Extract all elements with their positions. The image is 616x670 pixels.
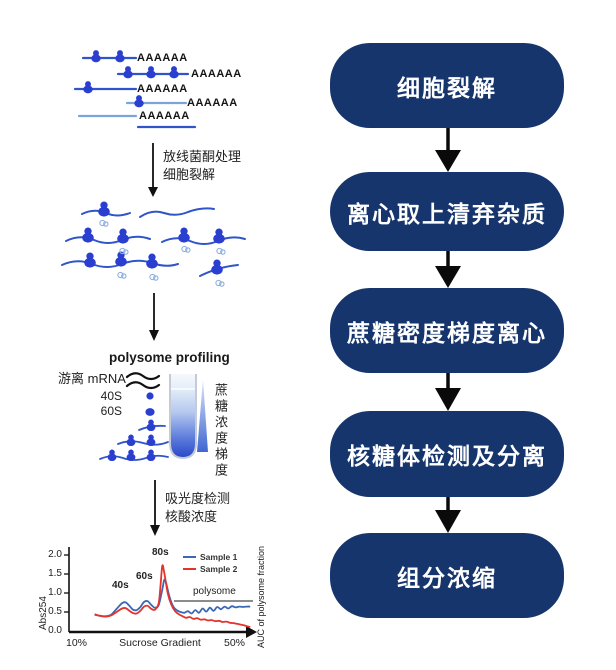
- free-mrna-squiggles: [125, 372, 161, 390]
- polya-tail-label: AAAAAA: [187, 97, 238, 109]
- y-tick-1.0: 1.0: [48, 587, 62, 598]
- polya-tail-label: AAAAAA: [139, 110, 190, 122]
- absorbance-step-label-line2: 核酸浓度: [165, 509, 218, 524]
- legend-label-sample2: Sample 2: [200, 564, 238, 574]
- subunit-60s-dot: [145, 408, 155, 416]
- polya-tail-label: AAAAAA: [137, 83, 188, 95]
- x-axis-arrowhead: [246, 626, 257, 638]
- y-tick-0.0: 0.0: [48, 625, 62, 636]
- lysis-step-label-line1: 放线菌酮处理: [163, 149, 242, 164]
- peak-label-40s: 40s: [112, 580, 129, 591]
- peak-label-60s: 60s: [136, 571, 153, 582]
- sucrose-gradient-vertical-label: 蔗糖浓度梯度: [212, 383, 228, 479]
- flow-step-sucrose-gradient: 蔗糖密度梯度离心: [330, 288, 564, 373]
- x-tick-50pct: 50%: [224, 637, 246, 649]
- gradient-wedge-icon: [197, 379, 208, 452]
- profiling-title: polysome profiling: [109, 350, 230, 365]
- x-axis-label: Sucrose Gradient: [119, 637, 201, 649]
- subunit-40s-dot: [146, 392, 154, 400]
- sucrose-tube: [169, 374, 197, 460]
- series-sample-2: [94, 564, 251, 628]
- gradient-sedimentation-diagram: [99, 372, 208, 462]
- absorbance-chart-axes: [64, 547, 257, 638]
- y-tick-2.0: 2.0: [48, 549, 62, 560]
- lysis-step-label-line2: 细胞裂解: [163, 167, 216, 182]
- polya-tail-label: AAAAAA: [191, 68, 242, 80]
- polysome-region-label: polysome: [193, 586, 236, 597]
- right-axis-label: AUC of polysome fraction: [256, 545, 266, 648]
- free-mrna-label: 游离 mRNA: [58, 371, 126, 386]
- flow-step-ribosome-detect: 核糖体检测及分离: [330, 411, 564, 497]
- series-sample-1: [94, 578, 251, 618]
- flow-step-centrifuge: 离心取上清弃杂质: [330, 172, 564, 251]
- x-tick-10pct: 10%: [66, 637, 88, 649]
- y-tick-1.5: 1.5: [48, 568, 62, 579]
- lysate-ribosomes-diagram: [61, 201, 246, 287]
- arrow-to-chart: [150, 480, 160, 536]
- flow-step-concentrate: 组分浓缩: [330, 533, 564, 618]
- chart-series: [94, 564, 251, 628]
- label-40s: 40S: [100, 389, 122, 403]
- label-60s: 60S: [100, 404, 122, 418]
- mrna-polya-diagram: [73, 50, 197, 129]
- absorbance-step-label-line1: 吸光度检测: [165, 491, 231, 506]
- polya-tail-label: AAAAAA: [137, 52, 188, 64]
- peak-label-80s: 80s: [152, 547, 169, 558]
- legend-label-sample1: Sample 1: [200, 552, 238, 562]
- arrow-to-profiling: [149, 293, 159, 341]
- flow-step-cell-lysis: 细胞裂解: [330, 43, 564, 128]
- flowchart-arrows: [435, 128, 461, 533]
- arrow-lysis: [148, 143, 158, 197]
- y-tick-0.5: 0.5: [48, 606, 62, 617]
